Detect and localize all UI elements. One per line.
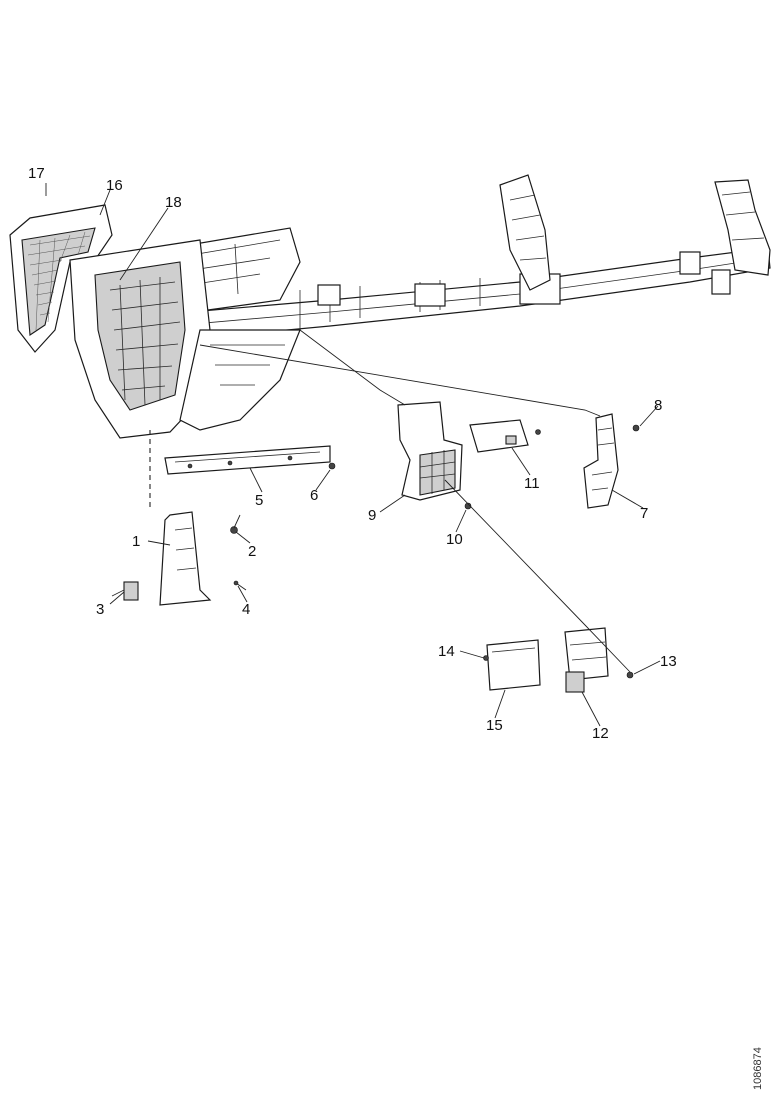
- part-6-screw: [328, 462, 336, 470]
- part-15-module-box: [486, 639, 541, 691]
- part-2-fastener: [230, 526, 238, 534]
- callout-10: 10: [446, 531, 463, 548]
- callout-numbers: 1 2 3 4 5 6 7 8 9 10 11 12 13 14 15 16 1…: [28, 165, 677, 742]
- guide-lines: [199, 329, 631, 673]
- part-11-control-module: [469, 419, 541, 453]
- callout-leaders: [45, 183, 661, 727]
- callout-14: 14: [438, 643, 455, 660]
- callout-8: 8: [654, 397, 662, 414]
- callout-12: 12: [592, 725, 609, 742]
- figure-code: 1086874: [752, 1047, 764, 1090]
- callout-4: 4: [242, 601, 250, 618]
- callout-11: 11: [524, 475, 540, 492]
- callout-6: 6: [310, 487, 318, 504]
- callout-13: 13: [660, 653, 677, 670]
- callout-2: 2: [248, 543, 256, 560]
- right-end-bracket: [714, 179, 771, 276]
- part-14-screw: [483, 655, 489, 661]
- right-upright-bracket: [499, 174, 551, 291]
- part-3-clip: [111, 581, 139, 601]
- part-8-screw: [632, 424, 640, 432]
- callout-1: 1: [132, 533, 140, 550]
- part-4-screw: [233, 580, 247, 591]
- callout-9: 9: [368, 507, 376, 524]
- part-9-module-bracket: [397, 401, 463, 501]
- callout-7: 7: [640, 505, 648, 522]
- callout-5: 5: [255, 492, 263, 509]
- part-5-cross-brace: [164, 445, 331, 475]
- left-duct-housing: [9, 204, 113, 353]
- center-bracket-assembly: [69, 239, 301, 439]
- callout-15: 15: [486, 717, 503, 734]
- part-12-bracket: [564, 627, 609, 693]
- part-13-screw: [626, 671, 634, 679]
- callout-18: 18: [165, 194, 182, 211]
- part-10-screw: [464, 502, 472, 510]
- callout-3: 3: [96, 601, 104, 618]
- callout-17: 17: [28, 165, 45, 182]
- part-7-right-bracket: [583, 413, 619, 509]
- callout-16: 16: [106, 177, 123, 194]
- part-1-support-bracket: [159, 511, 212, 606]
